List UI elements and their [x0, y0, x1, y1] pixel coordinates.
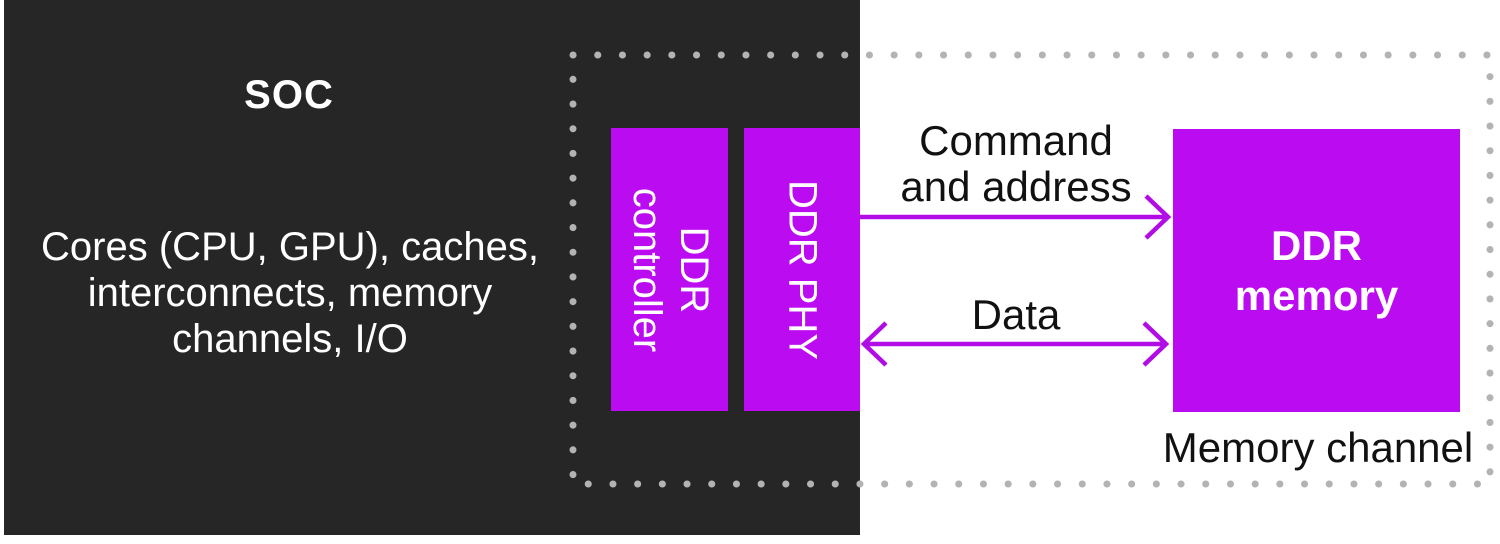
ddr-controller-block: DDR controller [611, 128, 728, 411]
soc-title: SOC [244, 73, 334, 117]
ddr-controller-label: DDR controller [624, 187, 716, 352]
data-label: Data [971, 291, 1061, 338]
ddr-phy-block: DDR PHY [744, 128, 860, 411]
command-address-label: Command and address [900, 117, 1132, 210]
soc-description-line: Cores (CPU, GPU), caches, [41, 225, 539, 269]
memory-channel-label: Memory channel [1162, 424, 1474, 471]
ddr-memory-label-line: memory [1234, 271, 1399, 319]
ddr-memory-block: DDR memory [1173, 129, 1460, 412]
soc-description: Cores (CPU, GPU), caches, interconnects,… [20, 224, 560, 362]
soc-description-line: channels, I/O [172, 317, 408, 361]
ddr-memory-label-line: DDR [1271, 221, 1362, 269]
soc-description-line: interconnects, memory [87, 271, 493, 315]
ddr-phy-label: DDR PHY [780, 179, 825, 360]
soc-box: SOC Cores (CPU, GPU), caches, interconne… [4, 0, 860, 535]
